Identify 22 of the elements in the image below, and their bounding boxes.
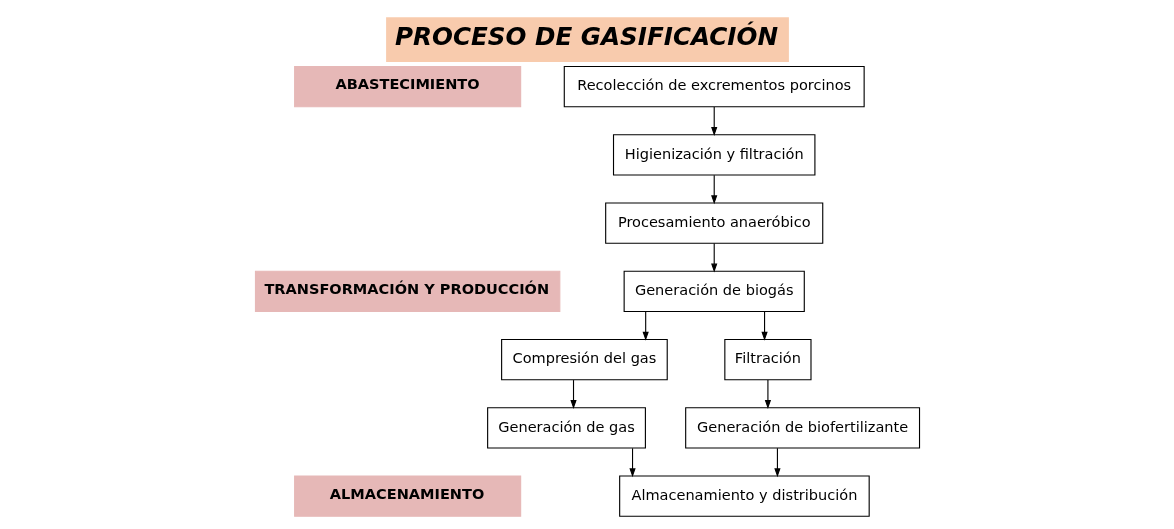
arrow — [760, 311, 768, 341]
node-box: Procesamiento anaeróbico — [604, 202, 823, 244]
node-box: Generación de gas — [486, 407, 646, 449]
node-box: Generación de biogás — [623, 270, 805, 313]
diagram-title: PROCESO DE GASIFICACIÓN — [394, 21, 778, 51]
arrow — [764, 379, 771, 410]
node-box: Recolección de excrementos porcinos — [563, 65, 865, 108]
node-box: Filtración — [723, 338, 812, 381]
arrow — [642, 311, 649, 341]
node-box: Higienización y filtración — [612, 134, 815, 176]
node-box: Generación de biofertilizante — [684, 407, 920, 449]
node-box: Compresión del gas — [500, 338, 668, 381]
node-box: Almacenamiento y distribución — [618, 475, 870, 517]
arrow — [710, 106, 717, 137]
node-box: TRANSFORMACIÓN Y PRODUCCIÓN — [254, 270, 560, 313]
arrow — [569, 379, 577, 410]
node-box: ALMACENAMIENTO — [293, 475, 521, 517]
arrow — [773, 447, 781, 478]
node-box: ABASTECIMIENTO — [293, 65, 521, 108]
arrow — [628, 447, 636, 478]
arrow — [710, 174, 717, 205]
arrow — [710, 243, 717, 273]
